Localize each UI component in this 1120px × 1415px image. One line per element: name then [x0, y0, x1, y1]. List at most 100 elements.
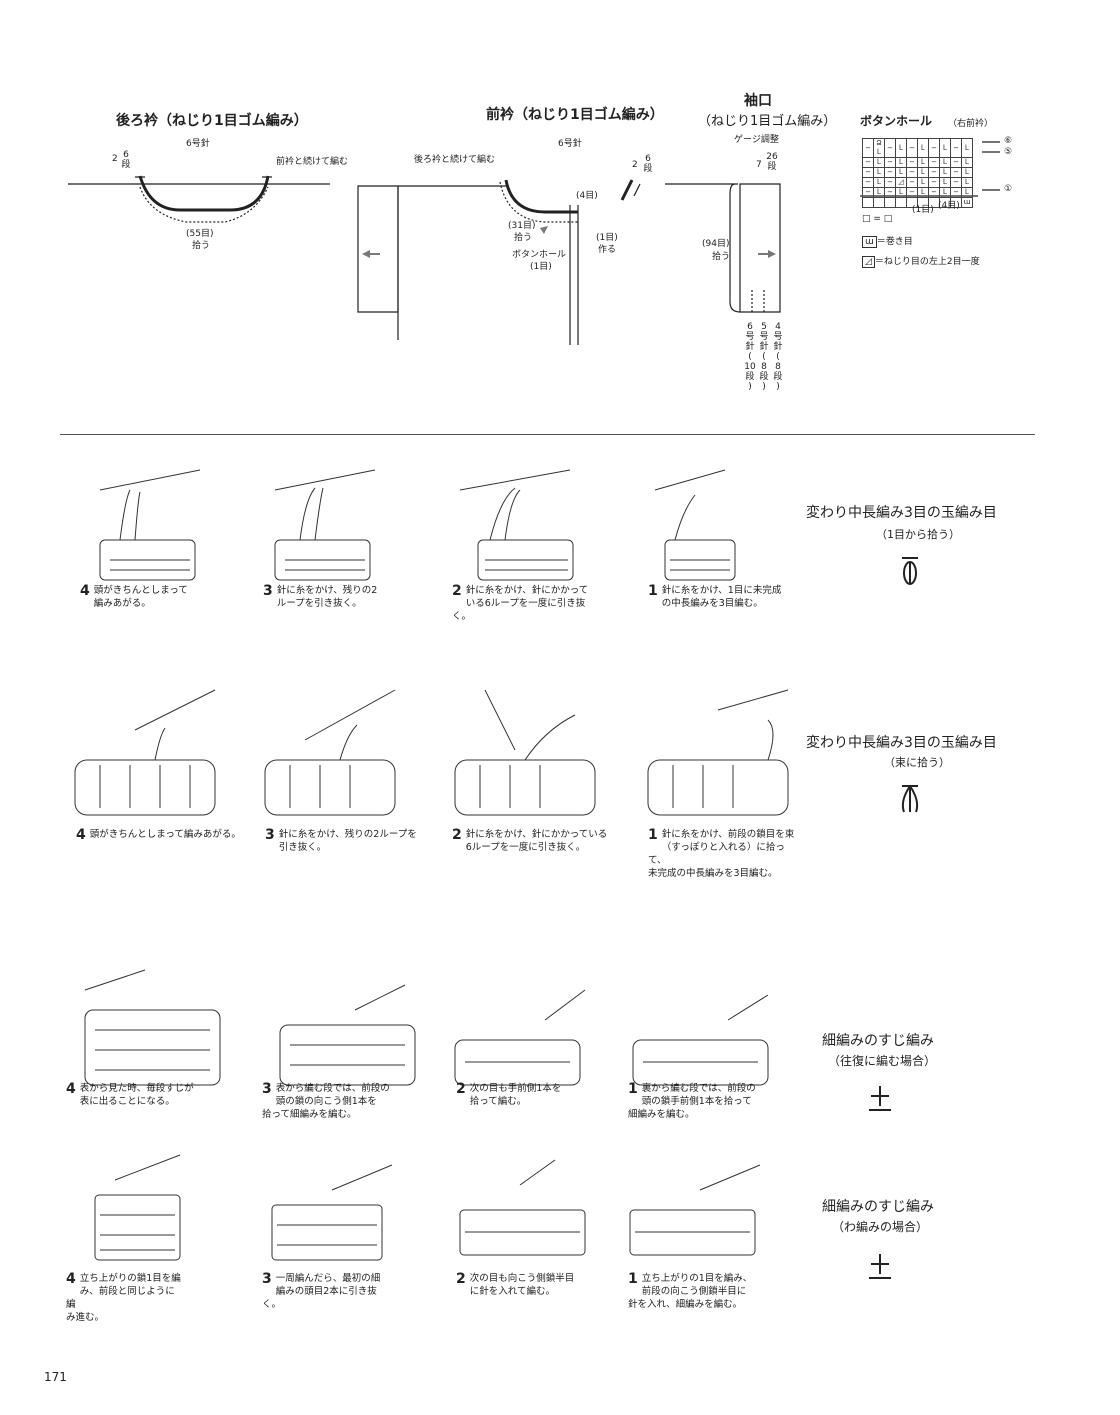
cuff-pickup [729, 183, 741, 313]
collar-arrow-head [540, 226, 548, 234]
illus-1-3 [274, 469, 376, 581]
cuff-gauge: ゲージ調整 [734, 135, 779, 145]
front-collar-pick-label: 拾う [514, 233, 533, 243]
step-text: 針に糸をかけ、針にかかって いる6ループを一度に引き抜 く。 [452, 585, 589, 622]
illus-4-2 [459, 1159, 586, 1256]
step-number: 3 [262, 1081, 272, 1097]
row3-illustrations [84, 969, 769, 1086]
section3-sub: （往復に編む場合） [828, 1054, 937, 1068]
legend-wrap-text: ＝巻き目 [876, 237, 913, 247]
step-number: 1 [648, 583, 658, 599]
step-text: 針に糸をかけ、針にかかっている 6ループを一度に引き抜く。 [465, 829, 608, 853]
top-diagrams [68, 141, 1000, 345]
legend-dec-text: ＝ねじり目の左上2目一度 [874, 257, 980, 267]
step-text: 次の目も手前側1本を 拾って編む。 [469, 1083, 562, 1107]
buttonhole-chart-grid: −ՁＬ−Ｌ−Ｌ−Ｌ−Ｌ −Ｌ−Ｌ−Ｌ−Ｌ−Ｌ −Ｌ−Ｌ−Ｌ−Ｌ−Ｌ −Ｌ−◿−Ｌ… [862, 138, 973, 208]
front-collar-make-label: 作る [598, 245, 617, 255]
front-collar-title: 前衿（ねじり1目ゴム編み） [486, 107, 664, 123]
arrow-right-head [768, 250, 776, 258]
section3-title: 細編みのすじ編み [822, 1033, 934, 1049]
back-collar-rows: 6 段 [121, 150, 131, 170]
front-collar-pickup [499, 181, 578, 223]
front-collar-rows-num: 2 [632, 160, 638, 170]
step-number: 2 [452, 583, 462, 599]
illus-2-1 [647, 689, 789, 816]
cuff-pick-label: 拾う [712, 252, 731, 262]
step-number: 4 [66, 1271, 76, 1287]
step-number: 2 [456, 1081, 466, 1097]
cuff-needle-5: 5 号 針 ( 8 段 ) [759, 322, 769, 392]
step-number: 4 [80, 583, 90, 599]
front-collar-make: (1目) [596, 233, 618, 243]
step-text: 頭がきちんとしまって編みあがる。 [89, 829, 241, 840]
step-text: 針に糸をかけ、残りの2 ループを引き抜く。 [276, 585, 378, 609]
step-text: 一周編んだら、最初の細 編みの頭目2本に引き抜く。 [262, 1273, 381, 1310]
row6-label: ⑥ [1004, 136, 1013, 146]
cuff-subtitle: （ねじり1目ゴム編み） [698, 114, 837, 129]
section4-sub: （わ編みの場合） [832, 1220, 929, 1234]
step-text: 表から編む段では、前段の 頭の鎖の向こう側1本を 拾って細編みを編む。 [262, 1083, 390, 1120]
step-number: 3 [265, 827, 275, 843]
symbols [869, 557, 919, 1279]
back-collar-band [138, 175, 270, 212]
step-number: 4 [76, 827, 86, 843]
illus-3-1 [632, 994, 769, 1086]
legend-knit: □ = □ [862, 214, 893, 224]
back-collar-pickup-line [139, 186, 269, 223]
step-text: 裏から編む段では、前段の 頭の鎖手前側1本を拾って 細編みを編む。 [628, 1083, 756, 1120]
collar-end-piece [620, 179, 634, 201]
puff-stitch-symbol-1 [902, 557, 918, 585]
step-text: 針に糸をかけ、1目に未完成 の中長編みを3目編む。 [661, 585, 782, 609]
cuff-pick: (94目) [702, 239, 730, 249]
buttonhole-label: ボタンホール [512, 250, 567, 260]
chart-count4: (4目) [938, 201, 960, 211]
illus-2-2 [454, 689, 596, 816]
row5-label: ⑤ [1004, 147, 1013, 157]
front-collar-pick: (31目) [508, 221, 536, 231]
step-number: 3 [263, 583, 273, 599]
step-number: 1 [628, 1081, 638, 1097]
row1-label: ① [1004, 184, 1013, 194]
buttonhole-chart-side: （右前衿） [948, 119, 994, 129]
buttonhole-chart-title: ボタンホール [860, 114, 933, 128]
step-text: 次の目も向こう側鎖半目 に針を入れて編む。 [469, 1273, 575, 1297]
step-number: 2 [452, 827, 462, 843]
illus-3-3 [279, 984, 416, 1086]
chart-count1: (1目) [912, 205, 934, 215]
front-left-piece [357, 185, 399, 313]
cuff-needle-6: 6 号 針 ( 10 段 ) [744, 322, 756, 392]
decrease-icon: ◿ [862, 256, 875, 268]
illus-4-1 [629, 1164, 761, 1256]
buttonhole-count: (1目) [530, 262, 552, 272]
illus-2-3 [264, 689, 396, 816]
sc-back-loop-symbol-1 [869, 1086, 891, 1111]
front-collar-rows: 6 段 [643, 154, 653, 174]
cuff-rows: 26 段 [766, 152, 778, 172]
cuff-rows-num: 7 [756, 160, 762, 170]
row2-illustrations [74, 689, 789, 816]
section2-sub: （束に拾う） [884, 756, 950, 769]
step-number: 1 [648, 827, 658, 843]
section-divider [60, 434, 1035, 435]
illus-4-3 [271, 1164, 393, 1261]
back-collar-pick: (55目) [186, 229, 214, 239]
step-text: 頭がきちんとしまって 編みあがる。 [93, 585, 188, 609]
illus-4-4 [94, 1154, 181, 1261]
legend-dec: ◿＝ねじり目の左上2目一度 [862, 254, 980, 268]
section2-title: 変わり中長編み3目の玉編み目 [806, 735, 997, 751]
step-number: 2 [456, 1271, 466, 1287]
cuff-title: 袖口 [744, 93, 772, 109]
step-number: 4 [66, 1081, 76, 1097]
